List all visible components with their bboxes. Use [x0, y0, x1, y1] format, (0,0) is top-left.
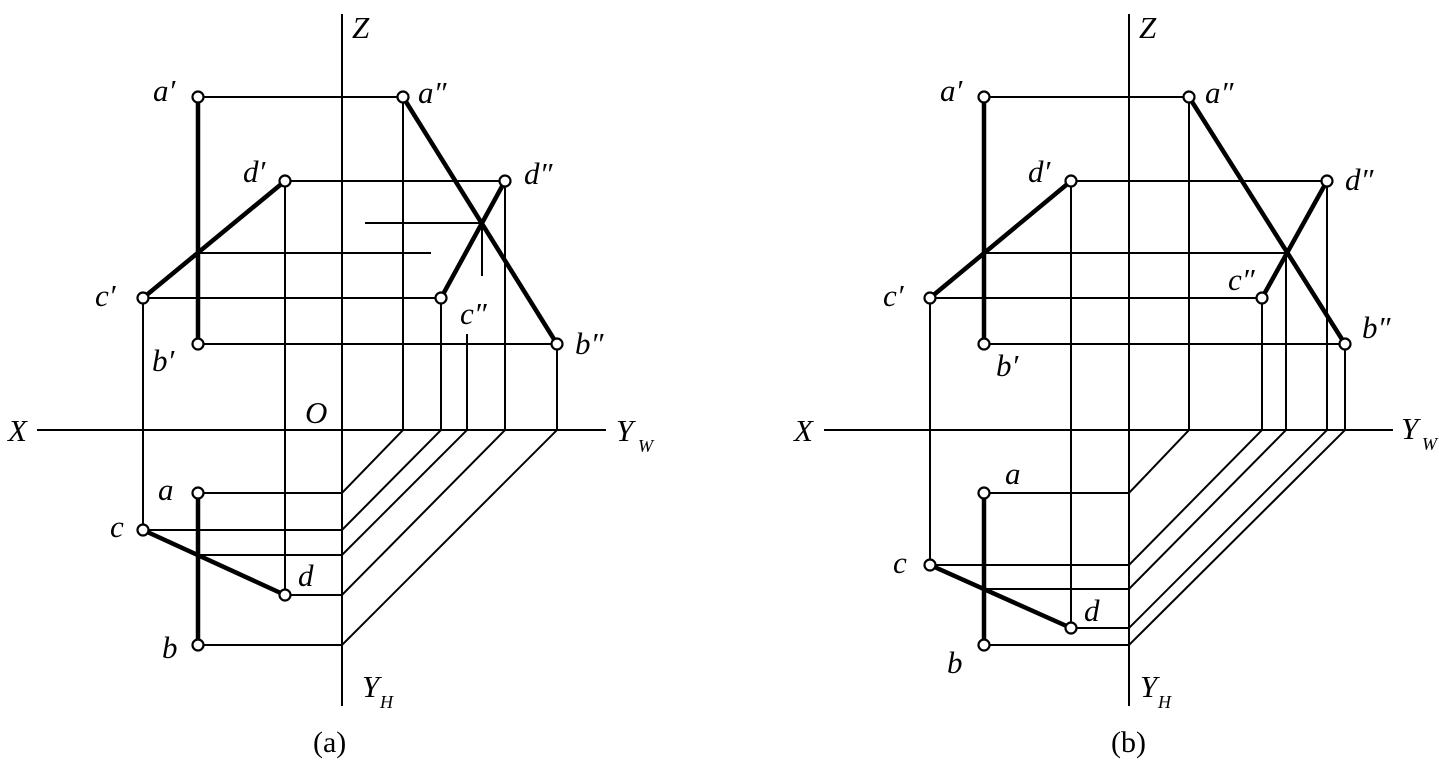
label-d-b: d: [1084, 593, 1100, 628]
label-d-a: d: [298, 558, 314, 593]
label-c1-a: c′: [95, 278, 117, 313]
point-a1: [191, 90, 205, 104]
label-yh-sub-a: H: [379, 692, 394, 712]
label-z-b: Z: [1139, 10, 1157, 45]
point-b1-b: [977, 337, 991, 351]
label-d1-a: d′: [243, 154, 267, 189]
label-a1-b: a′: [940, 73, 964, 108]
label-a-b: a: [1005, 456, 1021, 491]
label-a2-b: a″: [1205, 75, 1235, 110]
transfer-line-d: [340, 428, 507, 597]
label-b-a: b: [162, 630, 178, 665]
transfer-line-a: [340, 428, 405, 495]
label-x-b: X: [792, 413, 814, 448]
point-c: [136, 523, 150, 537]
label-b2-a: b″: [575, 326, 605, 361]
point-c1: [136, 291, 150, 305]
point-b: [191, 638, 205, 652]
label-c-b: c: [893, 545, 907, 580]
point-c-b: [923, 558, 937, 572]
line-cd-front-b: [927, 178, 1074, 301]
transfer-line-d-b: [1127, 428, 1329, 630]
panel-b: Z X Y W Y H a′ a″ d′ d″ c′ c″ b′ b″ a c …: [792, 10, 1439, 759]
line-cd-top-b: [927, 562, 1074, 631]
point-b2-b: [1338, 337, 1352, 351]
transfer-line-b: [340, 428, 559, 647]
label-d1-b: d′: [1028, 154, 1052, 189]
point-a1-b: [977, 90, 991, 104]
transfer-line-b-b: [1127, 428, 1347, 647]
point-a-b: [977, 486, 991, 500]
label-a1-a: a′: [153, 73, 177, 108]
label-c2-b: c″: [1228, 262, 1256, 297]
point-d2-b: [1320, 174, 1334, 188]
label-b1-a: b′: [152, 343, 176, 378]
line-cd-front: [140, 178, 288, 301]
point-b-b: [977, 638, 991, 652]
label-a-a: a: [158, 472, 174, 507]
label-d2-b: d″: [1345, 162, 1375, 197]
transfer-line-c-b: [1127, 428, 1264, 567]
label-c1-b: c′: [883, 278, 905, 313]
label-c-a: c: [110, 509, 124, 544]
transfer-line-aux: [340, 428, 469, 557]
point-d1: [278, 174, 292, 188]
point-d-b: [1064, 621, 1078, 635]
label-yh-b: Y: [1140, 669, 1160, 704]
label-yh-sub-b: H: [1157, 692, 1172, 712]
line-cd-side-b: [1259, 178, 1330, 301]
label-x-a: X: [6, 413, 28, 448]
label-b1-b: b′: [996, 348, 1020, 383]
label-z-a: Z: [352, 10, 370, 45]
point-c1-b: [923, 291, 937, 305]
label-d2-a: d″: [524, 156, 554, 191]
point-a2: [396, 90, 410, 104]
transfer-line-c: [340, 428, 443, 532]
point-c2: [434, 291, 448, 305]
point-d1-b: [1064, 174, 1078, 188]
label-yw-b: Y: [1401, 411, 1421, 446]
label-b-b: b: [947, 645, 963, 680]
line-cd-side: [438, 178, 508, 301]
label-b2-b: b″: [1362, 310, 1392, 345]
label-yw-sub-a: W: [638, 436, 655, 456]
label-yw-sub-b: W: [1422, 434, 1439, 454]
point-d: [278, 588, 292, 602]
label-a2-a: a″: [418, 75, 448, 110]
point-a2-b: [1182, 90, 1196, 104]
point-a: [191, 486, 205, 500]
label-origin-a: O: [305, 395, 327, 430]
transfer-line-a-b: [1127, 428, 1191, 495]
line-cd-top: [140, 527, 288, 598]
panel-a: Z X O Y W Y H a′ a″ d′ d″ c′ c″ b′ b″ a …: [6, 10, 655, 759]
point-b2: [550, 337, 564, 351]
line-ab-side: [400, 94, 560, 347]
caption-b: (b): [1111, 726, 1146, 759]
point-d2: [498, 174, 512, 188]
point-c2-b: [1255, 291, 1269, 305]
point-b1: [191, 337, 205, 351]
label-yw-a: Y: [616, 413, 636, 448]
caption-a: (a): [313, 726, 346, 759]
label-yh-a: Y: [362, 669, 382, 704]
label-c2-a: c″: [460, 296, 488, 331]
line-ab-side-b: [1186, 94, 1348, 347]
transfer-line-k-b: [1127, 428, 1288, 591]
